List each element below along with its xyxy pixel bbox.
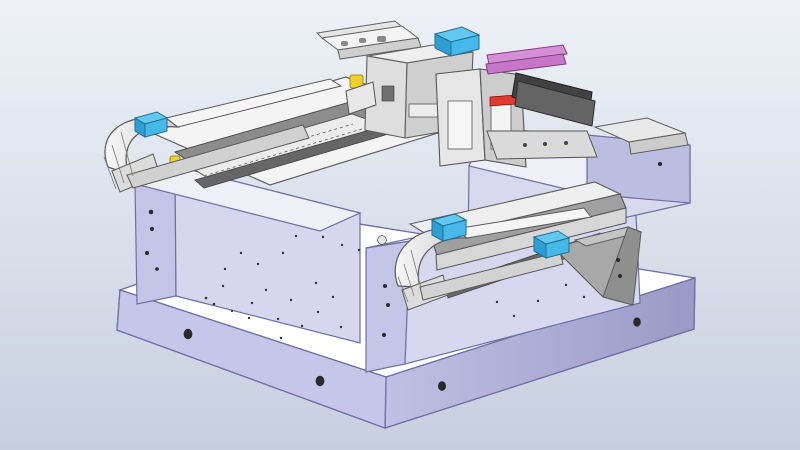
z-axis-module (435, 68, 598, 168)
top-bracket (315, 20, 689, 155)
connectors (133, 26, 571, 259)
connector-left (133, 111, 169, 138)
connector-top (433, 26, 481, 57)
cable-chain-front (394, 207, 592, 311)
connector-right (532, 230, 571, 259)
cable-chain-left (103, 78, 343, 193)
base-holes (204, 234, 586, 340)
connector-front (430, 213, 468, 242)
end-bracket (553, 226, 643, 306)
